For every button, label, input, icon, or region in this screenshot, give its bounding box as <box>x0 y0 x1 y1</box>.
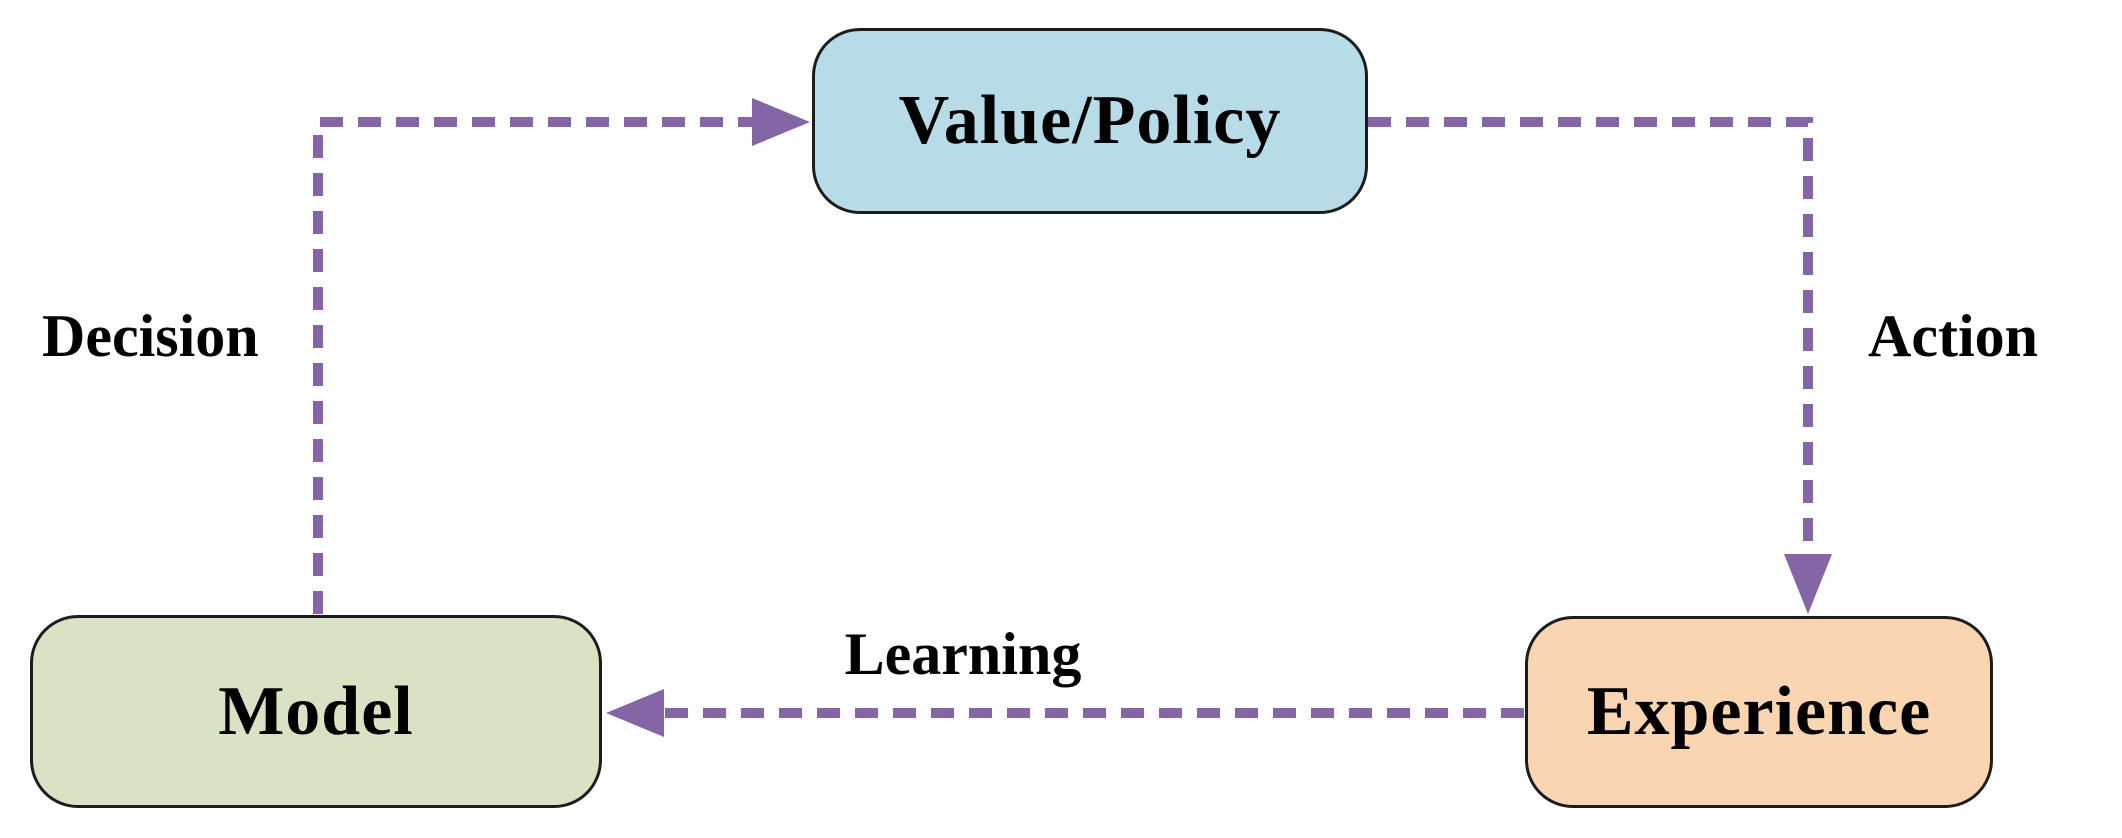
node-experience: Experience <box>1525 616 1993 808</box>
edge-label-learning: Learning <box>844 621 1082 687</box>
edge-label-action: Action <box>1868 303 2038 369</box>
node-model: Model <box>30 615 602 808</box>
node-experience-label: Experience <box>1586 673 1932 750</box>
node-value-policy-label: Value/Policy <box>898 82 1282 159</box>
edge-label-decision: Decision <box>42 303 259 369</box>
action-arrow-line <box>1368 117 1813 556</box>
decision-arrowhead-right-icon <box>752 98 810 146</box>
learning-arrowhead-left-icon <box>606 689 664 737</box>
decision-arrow-line <box>313 117 754 614</box>
action-arrowhead-down-icon <box>1784 554 1832 614</box>
node-value-policy: Value/Policy <box>812 28 1368 214</box>
node-model-label: Model <box>218 672 414 750</box>
